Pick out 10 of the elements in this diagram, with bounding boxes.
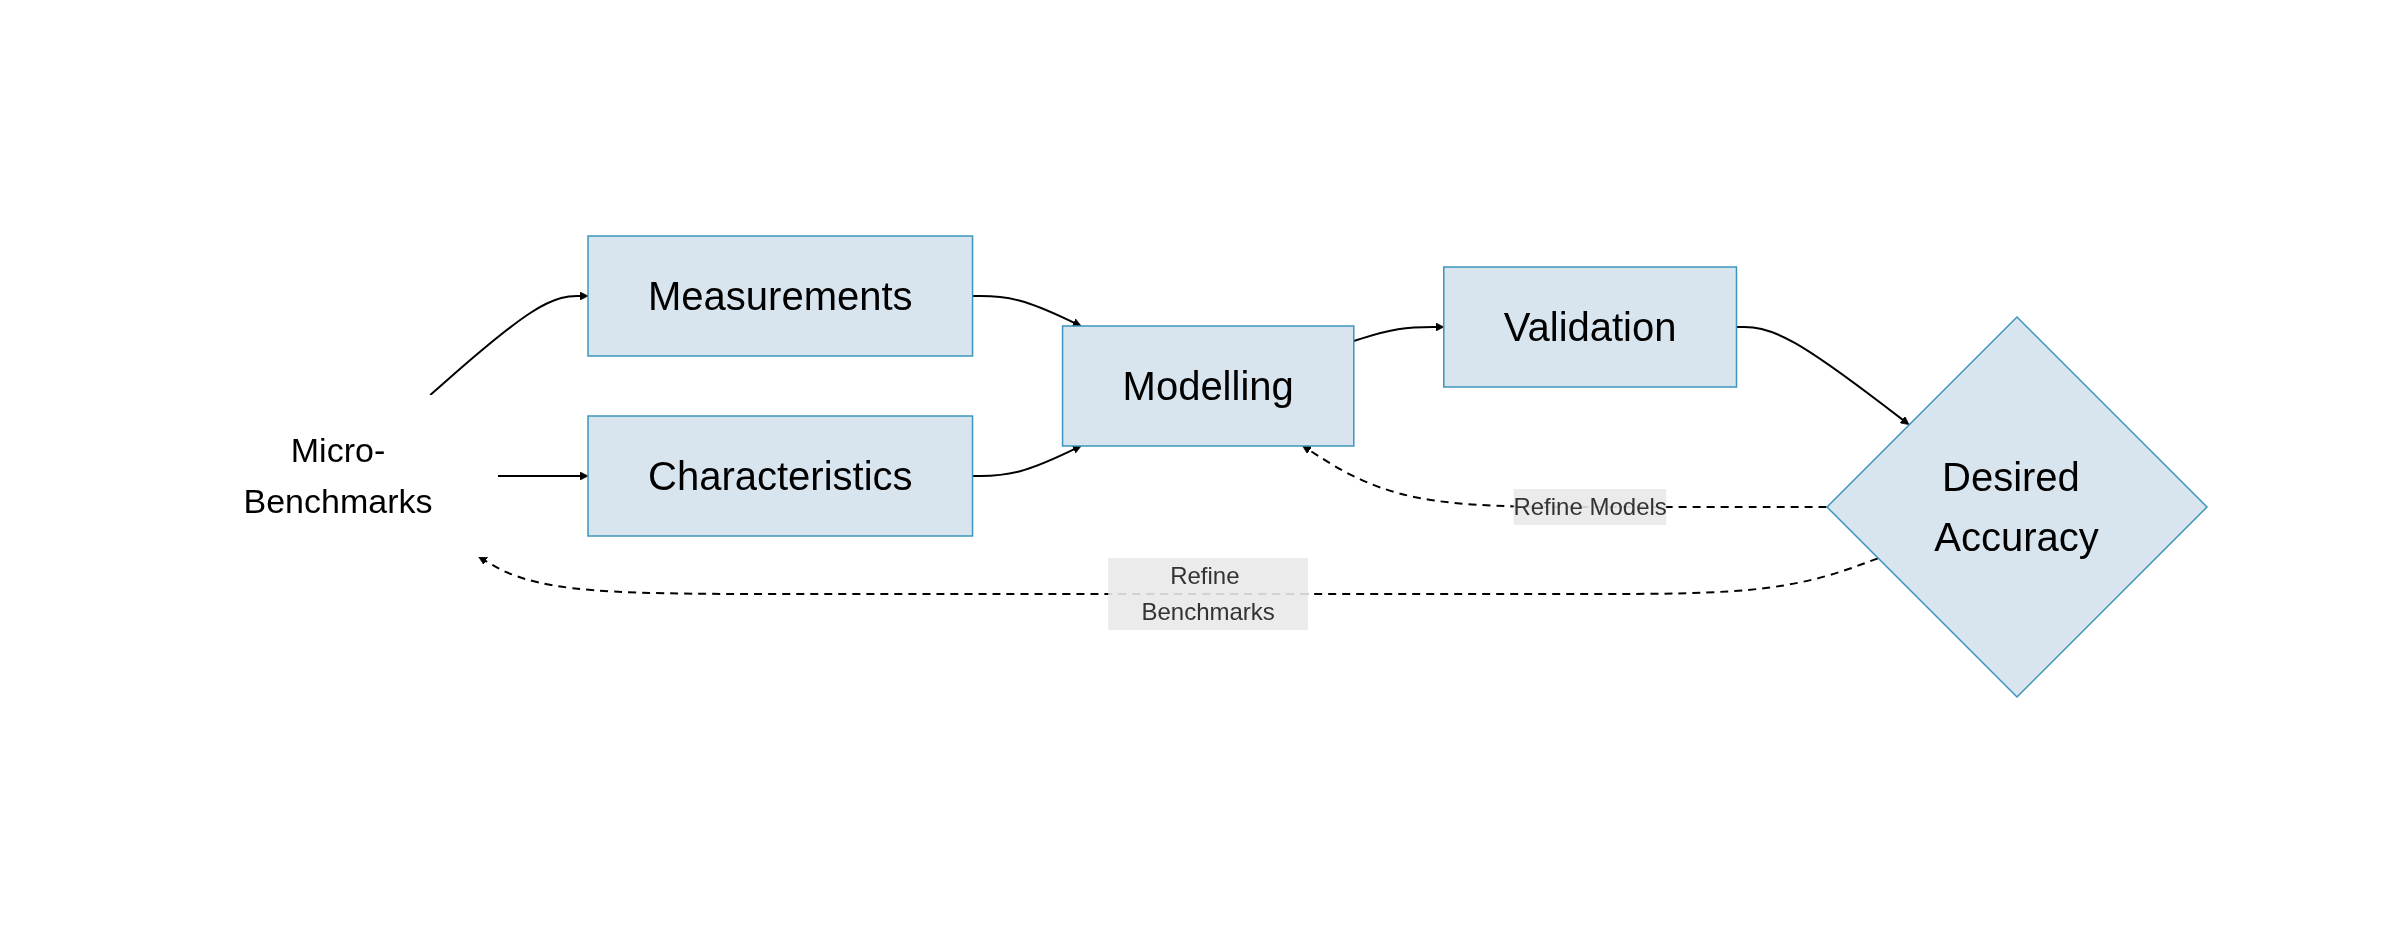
arrow: [497, 471, 589, 480]
edge-label: Refine Models: [1513, 492, 1667, 520]
node-box: Characteristics: [587, 414, 974, 537]
arrow: [429, 291, 589, 396]
node-box: Validation: [1443, 265, 1738, 388]
node-box: Modelling: [1061, 324, 1355, 447]
node-text: Micro-Benchmarks: [243, 430, 433, 520]
node-box: Measurements: [587, 234, 974, 357]
node-diamond: Desired Accuracy: [1825, 315, 2209, 698]
edge-label: Refine Benchmarks: [1141, 561, 1275, 625]
